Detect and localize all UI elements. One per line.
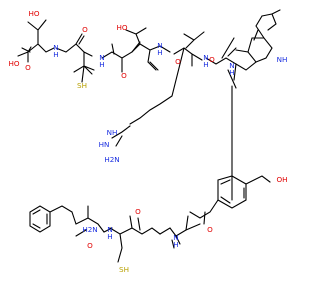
label-nh-pen: N bbox=[99, 53, 104, 62]
label-nh-phe-h: H bbox=[107, 232, 112, 241]
label-pen-sh: SH bbox=[77, 81, 87, 90]
label-guan-h2n: H2N bbox=[104, 155, 119, 164]
label-nh-thr-mid-h: H bbox=[157, 48, 162, 57]
atom-labels: HO HO O N H O SH N H HO O N H O N H O NH… bbox=[8, 9, 287, 274]
label-nh-thr-mid: N bbox=[157, 41, 162, 50]
label-arg-o: O bbox=[175, 57, 181, 66]
label-cys-o: O bbox=[135, 207, 141, 216]
label-nh-cys-h: H bbox=[173, 240, 178, 249]
label-nh-trp-h: H bbox=[229, 68, 234, 77]
label-cys-sh: SH bbox=[119, 265, 129, 274]
label-amine: H2N bbox=[82, 225, 97, 234]
label-nh-phe: N bbox=[107, 225, 112, 234]
label-nh-trp: N bbox=[229, 61, 234, 70]
label-thr-o: O bbox=[121, 71, 127, 80]
label-acid-o: O bbox=[25, 63, 31, 72]
molecule-canvas: HO HO O N H O SH N H HO O N H O N H O NH… bbox=[8, 9, 287, 274]
label-hydroxyl-thr-c: HO bbox=[28, 9, 39, 18]
label-nh-cys: N bbox=[173, 233, 178, 242]
label-nh-thr-c-h: H bbox=[53, 50, 58, 59]
label-hydroxyl-thr-mid: HO bbox=[116, 23, 127, 32]
bond-skeleton bbox=[17, 9, 281, 263]
label-tyr-o: O bbox=[207, 225, 213, 234]
label-guan-nh: NH bbox=[107, 128, 118, 137]
label-nh-arg-h: H bbox=[203, 60, 208, 69]
label-trp-o: O bbox=[209, 55, 215, 64]
label-tyr-oh: OH bbox=[276, 175, 287, 184]
label-phe-o: O bbox=[87, 241, 93, 250]
label-pen-o: O bbox=[82, 25, 88, 34]
label-nh-thr-c: N bbox=[53, 43, 58, 52]
peptide-structure-diagram: HO HO O N H O SH N H HO O N H O N H O NH… bbox=[8, 9, 287, 274]
label-nh-pen-h: H bbox=[99, 60, 104, 69]
label-acid-oh: HO bbox=[8, 59, 19, 68]
label-guan-hn: HN bbox=[99, 140, 110, 149]
label-indole-nh: NH bbox=[277, 55, 288, 64]
label-nh-arg: N bbox=[203, 53, 208, 62]
